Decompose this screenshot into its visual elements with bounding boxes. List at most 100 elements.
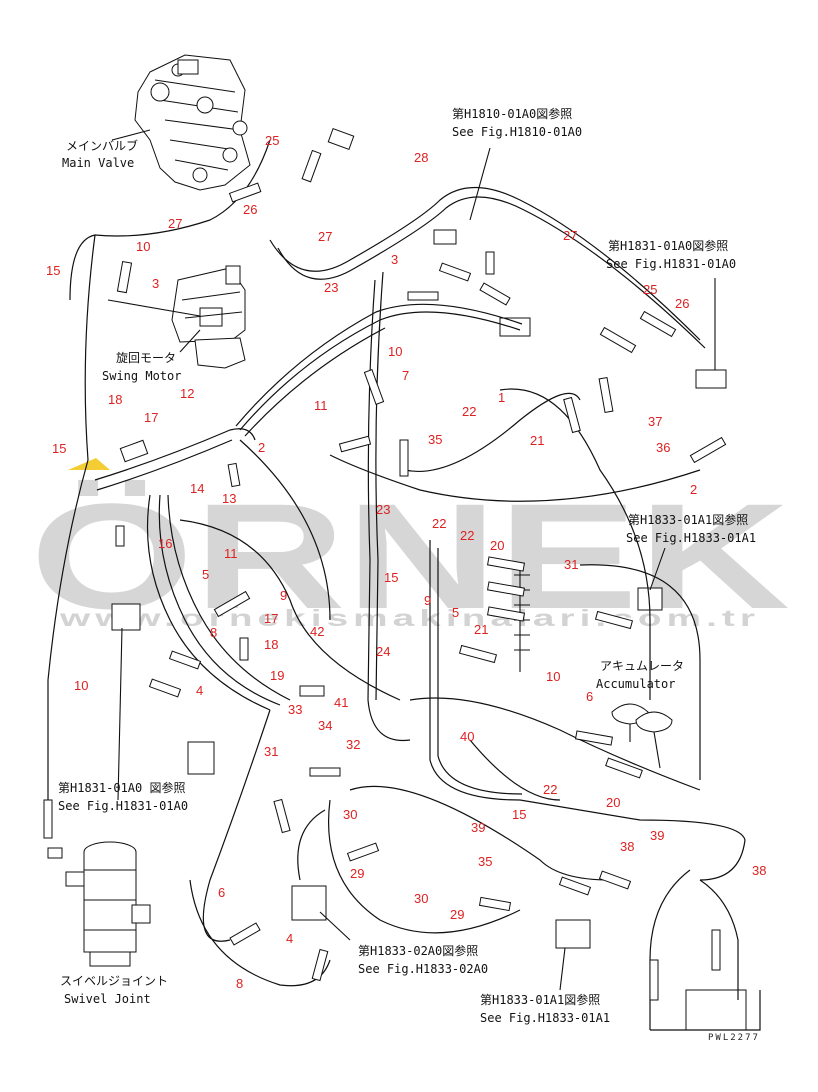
swing-motor-drawing [171,265,246,369]
callout: 30 [414,891,428,906]
callout: 10 [388,344,402,359]
callout: 35 [478,854,492,869]
callout: 6 [586,689,593,704]
figure-references: 第H1810-01A0図参照 See Fig.H1810-01A0 第H1831… [58,106,756,1025]
callout: 8 [236,976,243,991]
callout: 25 [643,282,657,297]
accumulator-label-jp: アキュムレータ [600,659,684,673]
callout: 3 [391,252,398,267]
callout: 20 [490,538,504,553]
main-valve-drawing [134,54,251,191]
callout: 26 [243,202,257,217]
callout: 3 [152,276,159,291]
main-valve-label-en: Main Valve [62,156,134,170]
callout: 27 [318,229,332,244]
callout: 27 [563,228,577,243]
callout: 10 [136,239,150,254]
watermark: ÖRNEK www.ornekismakinalari.com.tr [30,458,790,640]
swivel-joint-label-jp: スイベルジョイント [60,974,168,988]
ref-2-en: See Fig.H1831-01A0 [606,257,736,271]
callout: 11 [224,546,238,561]
callout: 23 [324,280,338,295]
fittings [43,128,727,1001]
callout: 39 [471,820,485,835]
ref-4-jp: 第H1831-01A0 図参照 [58,780,185,795]
callout: 27 [168,216,182,231]
callout: 20 [606,795,620,810]
callout: 19 [270,668,284,683]
callout: 8 [210,625,217,640]
callout: 22 [432,516,446,531]
accumulator-label-en: Accumulator [596,677,675,691]
callout: 29 [450,907,464,922]
callout: 17 [264,611,278,626]
callout: 21 [474,622,488,637]
callout: 25 [265,133,279,148]
callout: 4 [196,683,203,698]
callout: 31 [564,557,578,572]
callout: 15 [384,570,398,585]
callout: 37 [648,414,662,429]
callout: 41 [334,695,348,710]
callout: 38 [752,863,766,878]
callout: 33 [288,702,302,717]
callout: 17 [144,410,158,425]
callout: 7 [402,368,409,383]
hoses [47,139,761,1031]
callout: 16 [158,536,172,551]
callout: 13 [222,491,236,506]
callout: 10 [74,678,88,693]
callout: 40 [460,729,474,744]
callout: 9 [280,588,287,603]
ref-2-jp: 第H1831-01A0図参照 [608,238,728,253]
callout: 34 [318,718,332,733]
callout: 12 [180,386,194,401]
callout: 2 [258,440,265,455]
drawing-code: PWL2277 [708,1033,760,1043]
callout: 15 [512,807,526,822]
callout: 4 [286,931,293,946]
leader-lines [107,129,716,991]
callout: 21 [530,433,544,448]
ref-6-jp: 第H1833-01A1図参照 [480,992,600,1007]
callout: 22 [460,528,474,543]
callout: 6 [218,885,225,900]
ref-3-jp: 第H1833-01A1図参照 [628,512,748,527]
callout: 36 [656,440,670,455]
callout: 18 [264,637,278,652]
callout: 22 [543,782,557,797]
ref-3-en: See Fig.H1833-01A1 [626,531,756,545]
callout: 32 [346,737,360,752]
blocks [111,317,747,1031]
ref-1-jp: 第H1810-01A0図参照 [452,106,572,121]
swivel-joint-drawing [65,841,151,967]
ref-5-en: See Fig.H1833-02A0 [358,962,488,976]
watermark-accent-icon [68,458,110,470]
callout: 23 [376,502,390,517]
callout: 5 [202,567,209,582]
swing-motor-label-en: Swing Motor [102,369,181,383]
callout: 38 [620,839,634,854]
swing-motor-label-jp: 旋回モータ [116,351,176,365]
callout: 15 [52,441,66,456]
callout: 30 [343,807,357,822]
ref-4-en: See Fig.H1831-01A0 [58,799,188,813]
callout: 10 [546,669,560,684]
ref-1-en: See Fig.H1810-01A0 [452,125,582,139]
swivel-joint-label-en: Swivel Joint [64,992,151,1006]
callout: 2 [690,482,697,497]
callout: 24 [376,644,390,659]
callout: 11 [314,398,328,413]
ref-6-en: See Fig.H1833-01A1 [480,1011,610,1025]
callout: 29 [350,866,364,881]
callout: 26 [675,296,689,311]
ref-5-jp: 第H1833-02A0図参照 [358,943,478,958]
callout: 35 [428,432,442,447]
callout: 5 [452,605,459,620]
callout: 28 [414,150,428,165]
main-valve-label-jp: メインバルブ [66,138,138,153]
callout: 14 [190,481,204,496]
callout: 31 [264,744,278,759]
callout: 42 [310,624,324,639]
